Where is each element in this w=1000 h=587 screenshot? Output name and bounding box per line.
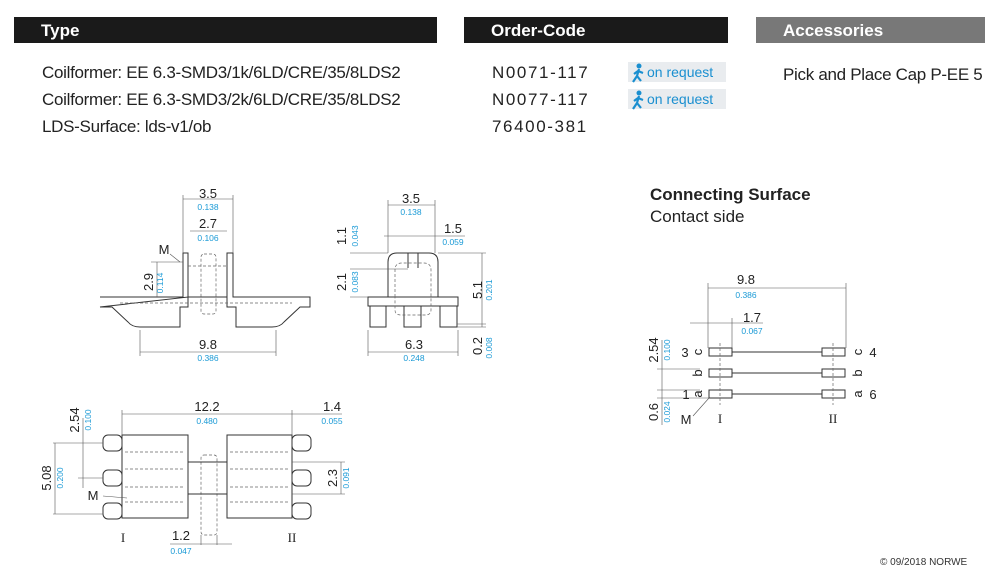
dim-inch: 0.138: [197, 202, 219, 212]
dim-mm: 1.5: [444, 221, 462, 236]
order-code-1[interactable]: N0071-117: [492, 63, 590, 82]
dim-inch: 0.114: [155, 272, 165, 293]
dim-inch: 0.100: [662, 339, 672, 361]
on-request-badge-1[interactable]: on request: [628, 62, 726, 83]
pin-label: a: [850, 390, 865, 398]
pin-label: c: [690, 348, 705, 355]
dim-inch: 0.024: [662, 401, 672, 423]
side-label-2: II: [829, 411, 838, 426]
pin-label: b: [850, 369, 865, 376]
type-row-1: Coilformer: EE 6.3-SMD3/1k/6LD/CRE/35/8L…: [42, 63, 401, 82]
side-view-drawing: [99, 195, 311, 356]
header-type: Type: [14, 17, 437, 43]
pin-label: a: [690, 390, 705, 398]
pin-label: b: [690, 369, 705, 376]
dim-inch: 0.047: [170, 546, 192, 556]
dim-mm: 2.3: [325, 469, 340, 487]
side-label-2: II: [288, 530, 297, 545]
dim-inch: 0.100: [83, 409, 93, 431]
pin-label: 1: [682, 387, 689, 402]
accessory-item[interactable]: Pick and Place Cap P-EE 5: [783, 65, 983, 84]
dim-mm: 5.1: [470, 281, 485, 299]
dim-mm: 1.4: [323, 399, 341, 414]
front-view-drawing: [350, 200, 486, 356]
dim-inch: 0.201: [484, 279, 494, 301]
type-row-2: Coilformer: EE 6.3-SMD3/2k/6LD/CRE/35/8L…: [42, 90, 401, 109]
marker-m: M: [159, 242, 170, 257]
side-label-1: I: [718, 411, 722, 426]
copyright: © 09/2018 NORWE: [880, 557, 968, 568]
dim-inch: 0.386: [735, 290, 757, 300]
dim-mm: 1.7: [743, 310, 761, 325]
dim-inch: 0.138: [400, 207, 422, 217]
dim-inch: 0.059: [442, 237, 464, 247]
dim-mm: 6.3: [405, 337, 423, 352]
pin-label: 3: [681, 345, 688, 360]
pin-label: 6: [869, 387, 876, 402]
dim-inch: 0.480: [196, 416, 218, 426]
connecting-surface-subtitle: Contact side: [650, 207, 745, 226]
dim-mm: 2.54: [67, 407, 82, 432]
dim-mm: 2.7: [199, 216, 217, 231]
dim-inch: 0.200: [55, 467, 65, 489]
bottom-view-drawing: [53, 410, 345, 545]
dim-mm: 2.1: [334, 273, 349, 291]
order-code-3[interactable]: 76400-381: [492, 117, 588, 136]
running-person-icon: [632, 63, 644, 83]
side-label-1: I: [121, 530, 125, 545]
dim-inch: 0.091: [341, 467, 351, 489]
on-request-label: on request: [647, 91, 714, 107]
running-person-icon: [632, 90, 644, 110]
dim-inch: 0.067: [741, 326, 763, 336]
dim-mm: 3.5: [199, 186, 217, 201]
header-order-code: Order-Code: [464, 17, 728, 43]
dim-mm: 12.2: [194, 399, 219, 414]
dim-inch: 0.055: [321, 416, 343, 426]
connecting-surface-drawing: [657, 283, 847, 425]
dim-inch: 0.083: [350, 271, 360, 293]
dim-mm: 3.5: [402, 191, 420, 206]
dim-mm: 2.9: [141, 273, 156, 291]
pin-label: c: [850, 348, 865, 355]
dim-mm: 2.54: [646, 337, 661, 362]
dim-mm: 0.2: [470, 337, 485, 355]
dim-inch: 0.043: [350, 225, 360, 247]
dim-mm: 9.8: [199, 337, 217, 352]
type-row-3: LDS-Surface: lds-v1/ob: [42, 117, 212, 136]
pin-label: 4: [869, 345, 876, 360]
marker-m: M: [681, 412, 692, 427]
dim-inch: 0.008: [484, 337, 494, 359]
on-request-badge-2[interactable]: on request: [628, 89, 726, 110]
dim-mm: 5.08: [39, 465, 54, 490]
marker-m: M: [88, 488, 99, 503]
connecting-surface-title: Connecting Surface: [650, 185, 811, 204]
dim-mm: 1.1: [334, 227, 349, 245]
header-accessories: Accessories: [756, 17, 985, 43]
dim-mm: 1.2: [172, 528, 190, 543]
dim-inch: 0.106: [197, 233, 219, 243]
dim-mm: 9.8: [737, 272, 755, 287]
order-code-2[interactable]: N0077-117: [492, 90, 590, 109]
on-request-label: on request: [647, 64, 714, 80]
dim-inch: 0.248: [403, 353, 425, 363]
dim-mm: 0.6: [646, 403, 661, 421]
dim-inch: 0.386: [197, 353, 219, 363]
